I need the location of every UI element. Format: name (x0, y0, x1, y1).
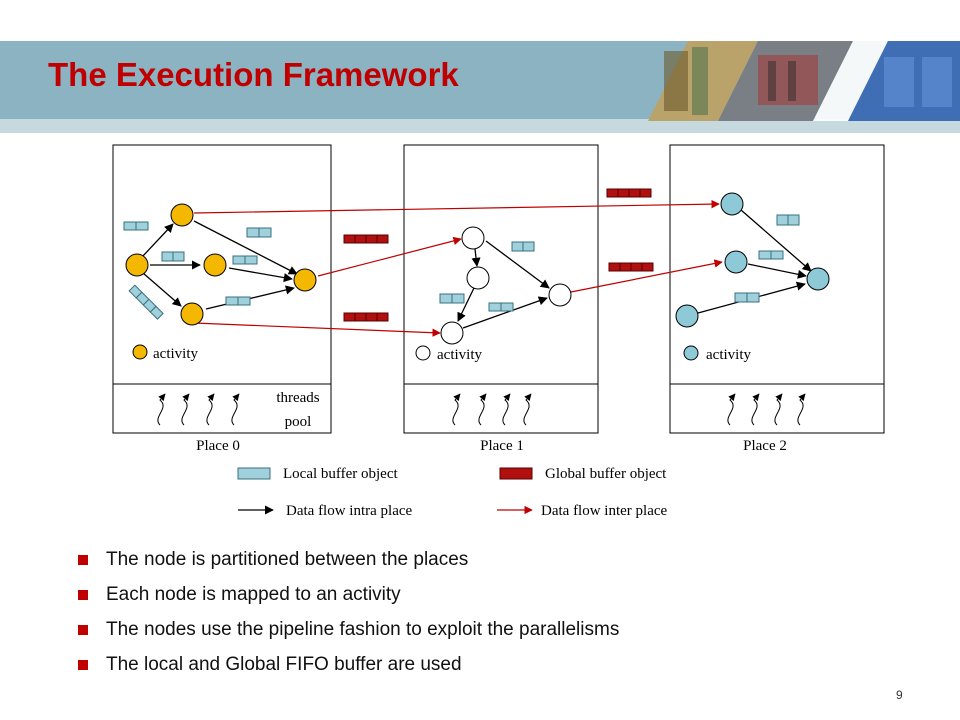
activity-node (548, 283, 572, 307)
bullet-text: Each node is mapped to an activity (106, 584, 401, 605)
global-buffer (608, 262, 654, 272)
intra-arrow (747, 263, 807, 279)
inter-arrow (317, 236, 462, 277)
activity-node (461, 226, 485, 250)
intra-arrow (142, 272, 182, 307)
thread-icon (181, 393, 190, 426)
bullet-text: The node is partitioned between the plac… (106, 549, 469, 570)
threads-pool-label-line1: threads (276, 390, 319, 406)
thread-icon (231, 393, 240, 426)
global-buffer (343, 234, 389, 244)
thread-icon (478, 393, 487, 426)
local-buffer (439, 293, 465, 304)
activity-nodes-place-2 (675, 192, 830, 328)
bullet-square-icon (78, 660, 88, 670)
local-buffer-legend-label: Local buffer object (283, 466, 399, 482)
activity-nodes-place-1 (440, 226, 572, 345)
local-buffer (511, 241, 535, 252)
activity-node (180, 302, 204, 326)
activity-node (440, 321, 464, 345)
local-buffer-diagonal (128, 284, 164, 320)
bullet-item: The nodes use the pipeline fashion to ex… (78, 612, 619, 647)
title-bar-underline (0, 119, 960, 133)
bullet-item: The local and Global FIFO buffer are use… (78, 647, 619, 682)
place-2-box (669, 144, 885, 434)
intra-flow-legend-label: Data flow intra place (286, 503, 413, 519)
global-buffer (606, 188, 652, 198)
inter-arrow (193, 322, 441, 337)
intra-arrow (740, 209, 812, 272)
activity-node (806, 267, 830, 291)
local-buffer (225, 296, 251, 306)
place-1-label: Place 1 (480, 438, 524, 454)
intra-arrow (228, 267, 293, 283)
activity-node (170, 203, 194, 227)
global-buffer (343, 312, 389, 322)
thread-icon (727, 393, 736, 426)
slide-title: The Execution Framework (48, 56, 459, 93)
place-0-label: Place 0 (196, 438, 240, 454)
local-buffer-legend-swatch (237, 467, 271, 480)
intra-arrow (457, 287, 475, 322)
activity-legend-dot-place-1 (415, 345, 431, 361)
activity-node (720, 192, 744, 216)
local-buffer (123, 221, 149, 231)
activity-node (293, 268, 317, 292)
activity-node (724, 250, 748, 274)
activity-node (125, 253, 149, 277)
global-buffer-legend-label: Global buffer object (545, 466, 667, 482)
intra-arrow (485, 240, 550, 289)
inter-arrow (193, 199, 720, 214)
activity-label-place-1: activity (437, 347, 482, 363)
local-buffer (758, 250, 784, 260)
bullet-list: The node is partitioned between the plac… (78, 542, 619, 682)
inter-arrow (570, 259, 723, 293)
activity-nodes-place-0 (125, 203, 317, 326)
activity-label-place-0: activity (153, 346, 198, 362)
thread-icon (797, 393, 806, 426)
bullet-square-icon (78, 625, 88, 635)
local-buffer (776, 214, 800, 226)
intra-arrow (141, 223, 174, 258)
bullet-text: The nodes use the pipeline fashion to ex… (106, 619, 620, 640)
intra-arrow (462, 296, 548, 329)
diagram-legend: Local buffer object Global buffer object… (237, 466, 668, 519)
threads-pool-label-line2: pool (285, 414, 312, 430)
local-buffer (161, 251, 185, 262)
local-buffer (246, 227, 272, 238)
bullet-item: Each node is mapped to an activity (78, 577, 619, 612)
thread-icon (751, 393, 760, 426)
inter-flow-legend-label: Data flow inter place (541, 503, 668, 519)
local-buffer (232, 255, 258, 265)
chip-die-images (648, 41, 960, 121)
intra-arrow (471, 248, 481, 267)
place-2-label: Place 2 (743, 438, 787, 454)
local-buffer (734, 292, 760, 303)
thread-icon (774, 393, 783, 426)
bullet-square-icon (78, 590, 88, 600)
activity-node (675, 304, 699, 328)
thread-icon (523, 393, 532, 426)
local-buffer (488, 302, 514, 312)
thread-icon (502, 393, 511, 426)
activity-label-place-2: activity (706, 347, 751, 363)
bullet-square-icon (78, 555, 88, 565)
activity-legend-dot-place-2 (683, 345, 699, 361)
global-buffers (343, 188, 654, 322)
bullet-item: The node is partitioned between the plac… (78, 542, 619, 577)
local-buffers (123, 214, 800, 320)
intra-arrow (193, 220, 298, 275)
page-number: 9 (896, 688, 903, 702)
thread-icon (452, 393, 461, 426)
thread-squiggles (157, 393, 806, 426)
activity-legend-dot-place-0 (132, 344, 148, 360)
bullet-text: The local and Global FIFO buffer are use… (106, 654, 462, 675)
inter-place-arrows (193, 199, 723, 337)
activity-node (203, 253, 227, 277)
thread-icon (206, 393, 215, 426)
global-buffer-legend-swatch (499, 467, 533, 480)
thread-icon (157, 393, 166, 426)
activity-node (466, 266, 490, 290)
